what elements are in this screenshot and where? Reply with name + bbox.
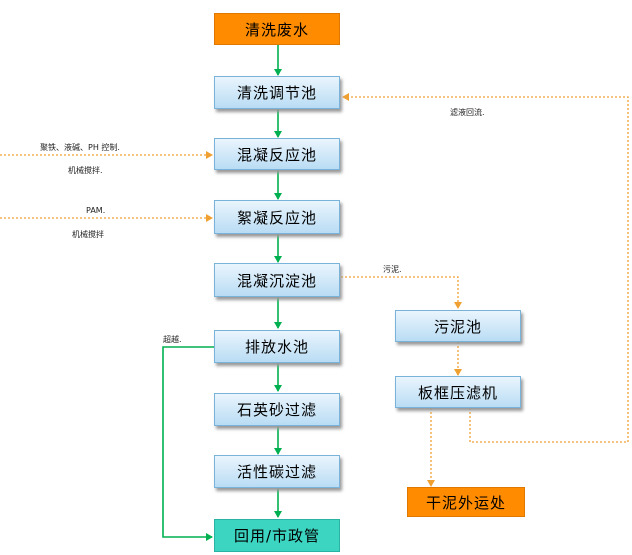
node-adjust-tank: 清洗调节池 — [214, 76, 340, 109]
node-sludge-tank: 污泥池 — [395, 310, 521, 342]
node-dry-sludge: 干泥外运处 — [407, 487, 525, 517]
arrow-sludge-to-tank — [341, 276, 462, 309]
node-sand-filter: 石英砂过滤 — [214, 393, 340, 426]
node-discharge-tank: 排放水池 — [214, 330, 340, 363]
label-stir-1: 机械搅拌. — [68, 166, 103, 175]
label-stir-2: 机械搅拌 — [72, 230, 104, 239]
node-wastewater: 清洗废水 — [214, 13, 340, 45]
node-carbon-filter: 活性碳过滤 — [214, 455, 340, 488]
label-overflow: 超越. — [163, 335, 182, 344]
label-sludge: 污泥. — [383, 265, 402, 274]
arrow-overflow-bypass — [162, 346, 214, 541]
label-chem-input: 聚铁、液碱、PH 控制. — [40, 143, 120, 152]
node-reuse: 回用/市政管 — [214, 519, 340, 552]
node-filter-press: 板框压滤机 — [395, 376, 521, 408]
label-pam: PAM. — [86, 206, 106, 215]
node-sedimentation: 混凝沉淀池 — [214, 263, 340, 297]
label-filtrate-return: 滤液回流. — [450, 108, 485, 117]
node-coag-reaction: 混凝反应池 — [214, 138, 340, 170]
arrow-filtrate-return — [342, 93, 629, 443]
node-floc-reaction: 絮凝反应池 — [214, 200, 340, 234]
